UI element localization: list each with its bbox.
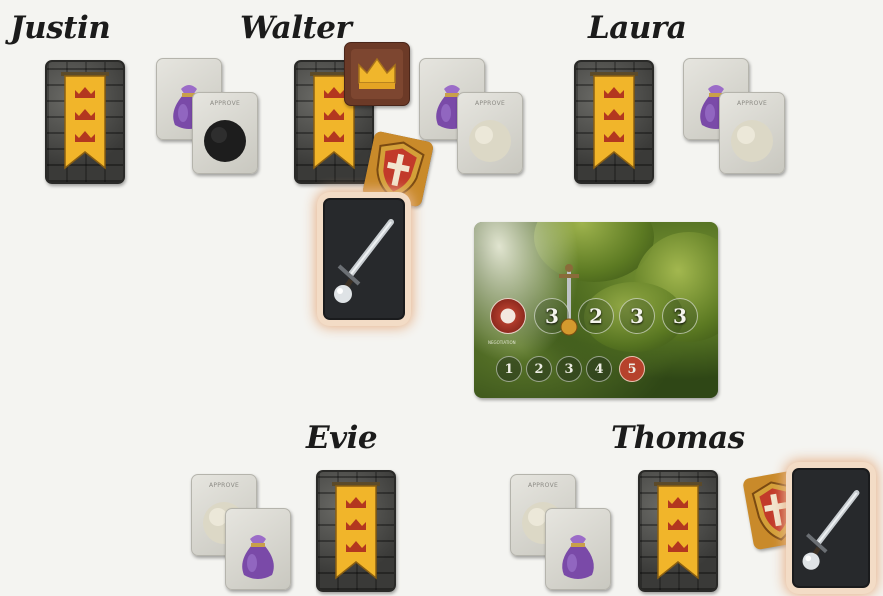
- bag-card-thomas[interactable]: [545, 508, 611, 590]
- card-back-label: APPROVE: [458, 100, 522, 107]
- shield-tile-walter[interactable]: [362, 130, 434, 207]
- purple-bag-icon: [552, 523, 604, 583]
- banner-card-evie[interactable]: [316, 470, 396, 592]
- quest-board[interactable]: 3 2 3 3 NEGOTIATION 1 2 3 4 5: [474, 222, 718, 398]
- bag-card-evie[interactable]: [225, 508, 291, 590]
- sword-card-walter[interactable]: [323, 198, 405, 320]
- card-back-label: APPROVE: [511, 482, 575, 489]
- sword-icon: [794, 470, 868, 586]
- vote-track-4[interactable]: 4: [586, 356, 612, 382]
- failure-marker-circle[interactable]: [490, 298, 526, 334]
- quest-circle-4[interactable]: 3: [662, 298, 698, 334]
- shield-icon: [362, 130, 434, 207]
- card-back-label: APPROVE: [720, 100, 784, 107]
- banner-icon: [590, 72, 638, 172]
- purple-bag-icon: [232, 523, 284, 583]
- vote-track-2[interactable]: 2: [526, 356, 552, 382]
- round-token-icon: [560, 318, 578, 336]
- vote-card-laura[interactable]: APPROVE: [719, 92, 785, 174]
- card-back-label: APPROVE: [192, 482, 256, 489]
- player-name-justin: Justin: [10, 10, 110, 46]
- player-name-evie: Evie: [306, 420, 377, 456]
- banner-card-laura[interactable]: [574, 60, 654, 184]
- sword-icon: [325, 200, 403, 318]
- quest-circle-3[interactable]: 3: [619, 298, 655, 334]
- sword-card-thomas[interactable]: [792, 468, 870, 588]
- player-name-walter: Walter: [240, 10, 351, 46]
- crown-tile-walter[interactable]: [344, 42, 410, 106]
- dark-stone-icon: [199, 107, 251, 167]
- banner-icon: [654, 482, 702, 582]
- banner-card-justin[interactable]: [45, 60, 125, 184]
- vote-track-5[interactable]: 5: [619, 356, 645, 382]
- banner-icon: [332, 482, 380, 582]
- quest-circle-2[interactable]: 2: [578, 298, 614, 334]
- board-caption: NEGOTIATION: [488, 340, 516, 345]
- vote-card-justin[interactable]: APPROVE: [192, 92, 258, 174]
- crown-icon: [345, 43, 409, 105]
- vote-track-3[interactable]: 3: [556, 356, 582, 382]
- player-name-thomas: Thomas: [611, 420, 745, 456]
- player-name-laura: Laura: [588, 10, 686, 46]
- card-back-label: APPROVE: [193, 100, 257, 107]
- light-stone-icon: [726, 107, 778, 167]
- banner-card-thomas[interactable]: [638, 470, 718, 592]
- banner-icon: [61, 72, 109, 172]
- light-stone-icon: [464, 107, 516, 167]
- vote-track-1[interactable]: 1: [496, 356, 522, 382]
- vote-card-walter[interactable]: APPROVE: [457, 92, 523, 174]
